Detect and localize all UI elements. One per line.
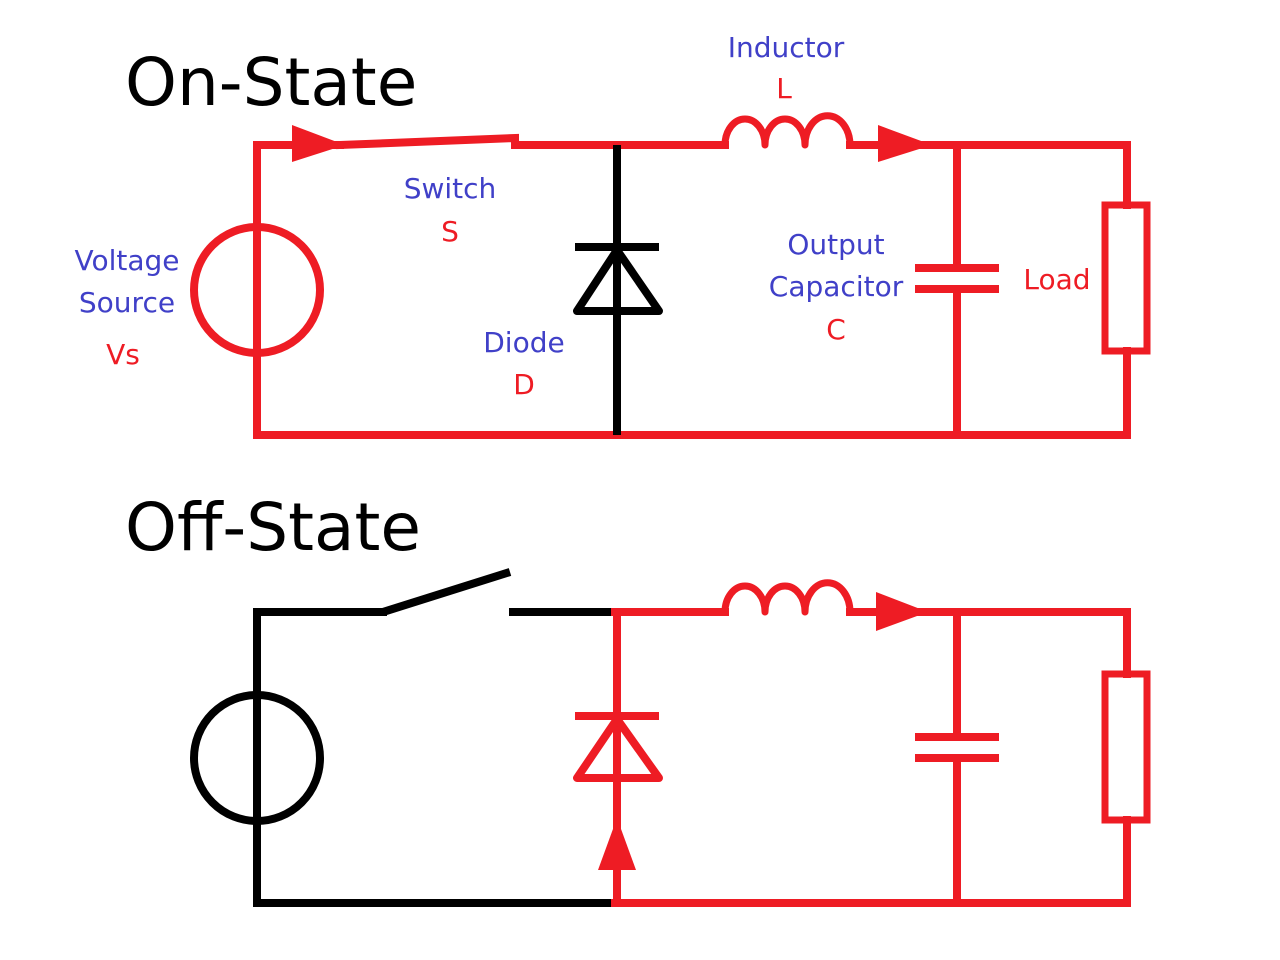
off-top-right-wire [846,608,1131,678]
capacitor-name-line1: Output [787,228,884,261]
on-top-right-wire [846,141,1131,209]
off-diode-triangle [573,715,663,782]
diode-name: Diode [483,326,564,359]
off-current-arrow-up [598,818,636,870]
voltage-source-name-line2: Source [79,286,175,319]
off-state-title: Off-State [125,489,421,566]
inductor-name: Inductor [728,31,845,64]
switch-symbol: S [441,215,459,248]
on-switch-closed [335,133,519,150]
on-left-wire [253,141,344,439]
off-active-circuit [573,579,1151,907]
on-current-arrow-right [878,125,932,162]
off-inactive-circuit [190,568,619,907]
capacitor-name-line2: Capacitor [769,270,904,303]
diode-symbol: D [513,368,535,401]
on-current-arrow-left [292,125,345,162]
off-voltage-source [190,691,324,825]
on-diode [573,145,663,435]
on-voltage-source [190,223,324,357]
on-state-circuit [190,112,1151,439]
off-state-diagram: Off-State [125,489,1151,907]
capacitor-symbol: C [826,313,846,346]
voltage-source-symbol: Vs [106,338,140,371]
inductor-symbol: L [776,72,792,105]
on-load-resistor [1101,201,1151,355]
off-current-arrow-right [876,592,928,631]
off-left-wire [253,608,619,907]
on-state-diagram: On-State [74,31,1151,439]
switch-name: Switch [404,172,497,205]
on-state-title: On-State [125,44,417,121]
off-inductor-coil [721,579,854,616]
voltage-source-name-line1: Voltage [74,244,179,277]
on-load-bottom-wire [253,347,1131,439]
off-switch-open-blade [381,568,512,616]
off-bottom-wire [611,816,1131,907]
off-load-resistor [1101,670,1151,824]
on-inductor-coil [721,112,854,149]
on-diode-triangle [573,246,663,315]
load-label: Load [1023,263,1090,296]
